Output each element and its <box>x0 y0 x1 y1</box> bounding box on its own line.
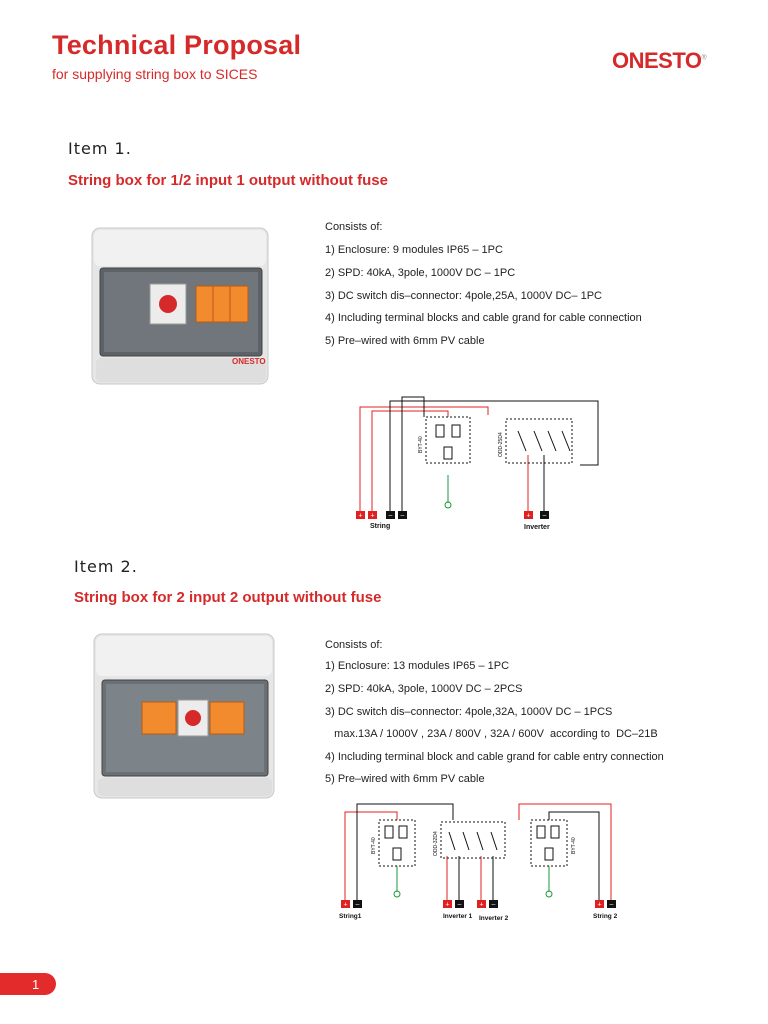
item2-inverter1-plus: + <box>445 902 449 909</box>
item2-spec-3: 3) DC switch dis–connector: 4pole,32A, 1… <box>325 706 613 718</box>
item1-inverter-label: Inverter <box>524 524 550 531</box>
item2-string1-minus: – <box>356 902 360 909</box>
item2-spec-2: 2) SPD: 40kA, 3pole, 1000V DC – 2PCS <box>325 683 523 695</box>
item2-string2-label: String 2 <box>593 913 618 920</box>
item2-string2-plus: + <box>597 902 601 909</box>
item2-spd-code-right: BYT-40 <box>571 837 577 854</box>
item1-string-plus-1: + <box>358 513 362 520</box>
item1-spec-5: 5) Pre–wired with 6mm PV cable <box>325 335 485 347</box>
item2-string1-plus: + <box>343 902 347 909</box>
item1-subheading: String box for 1/2 input 1 output withou… <box>68 172 388 189</box>
item2-inverter2-minus: – <box>492 902 496 909</box>
item1-switch-code: ODD-25D4 <box>498 432 504 457</box>
item1-inverter-minus: – <box>543 513 547 520</box>
item1-spec-3: 3) DC switch dis–connector: 4pole,25A, 1… <box>325 290 602 302</box>
item1-product-image: ONESTO <box>91 227 269 385</box>
item1-heading: Item 1. <box>68 139 132 158</box>
item1-product-logo: ONESTO <box>232 357 266 366</box>
item2-inverter2-plus: + <box>479 902 483 909</box>
item2-subheading: String box for 2 input 2 output without … <box>74 589 382 606</box>
registered-mark: ® <box>701 54 707 62</box>
item2-inverter1-label: Inverter 1 <box>443 913 473 920</box>
page-title: Technical Proposal <box>52 30 302 60</box>
page-number: 1 <box>32 977 40 992</box>
item2-spd-code-left: BYT-40 <box>371 837 377 854</box>
item2-string1-label: String1 <box>339 913 362 920</box>
item1-string-plus-2: + <box>370 513 374 520</box>
item2-spec-3-ratings: max.13A / 1000V , 23A / 800V , 32A / 600… <box>325 728 658 740</box>
item2-spec-1: 1) Enclosure: 13 modules IP65 – 1PC <box>325 660 510 672</box>
item2-inverter1-minus: – <box>458 902 462 909</box>
item1-wiring-diagram: BYT-40 ODD-25D4 + + – – + – String Inver… <box>356 396 599 531</box>
item1-spec-2: 2) SPD: 40kA, 3pole, 1000V DC – 1PC <box>325 267 516 279</box>
item1-spec-4: 4) Including terminal blocks and cable g… <box>325 312 642 324</box>
item1-spd-code: BYT-40 <box>418 436 424 453</box>
item1-inverter-plus: + <box>526 513 530 520</box>
item2-switch-code: ODD-32D4 <box>433 831 439 856</box>
page-subtitle: for supplying string box to SICES <box>52 66 258 82</box>
brand-logo-text: ONESTO <box>612 48 702 73</box>
brand-logo: ONESTO® <box>612 48 707 74</box>
item2-heading: Item 2. <box>74 557 138 576</box>
item2-string2-minus: – <box>610 902 614 909</box>
item2-wiring-diagram: BYT-40 ODD-32D4 BYT-40 + – + – + – + – S… <box>339 803 618 922</box>
item2-product-image <box>93 633 275 799</box>
item2-spec-4: 4) Including terminal block and cable gr… <box>325 751 664 763</box>
item2-inverter2-label: Inverter 2 <box>479 915 509 922</box>
item1-string-minus-1: – <box>389 513 393 520</box>
item2-spec-5: 5) Pre–wired with 6mm PV cable <box>325 773 485 785</box>
item1-spec-1: 1) Enclosure: 9 modules IP65 – 1PC <box>325 244 503 256</box>
page-number-tab <box>0 973 56 995</box>
item2-consists-label: Consists of: <box>325 639 383 651</box>
item1-string-minus-2: – <box>401 513 405 520</box>
item1-string-label: String <box>370 523 390 530</box>
item1-consists-label: Consists of: <box>325 221 383 233</box>
